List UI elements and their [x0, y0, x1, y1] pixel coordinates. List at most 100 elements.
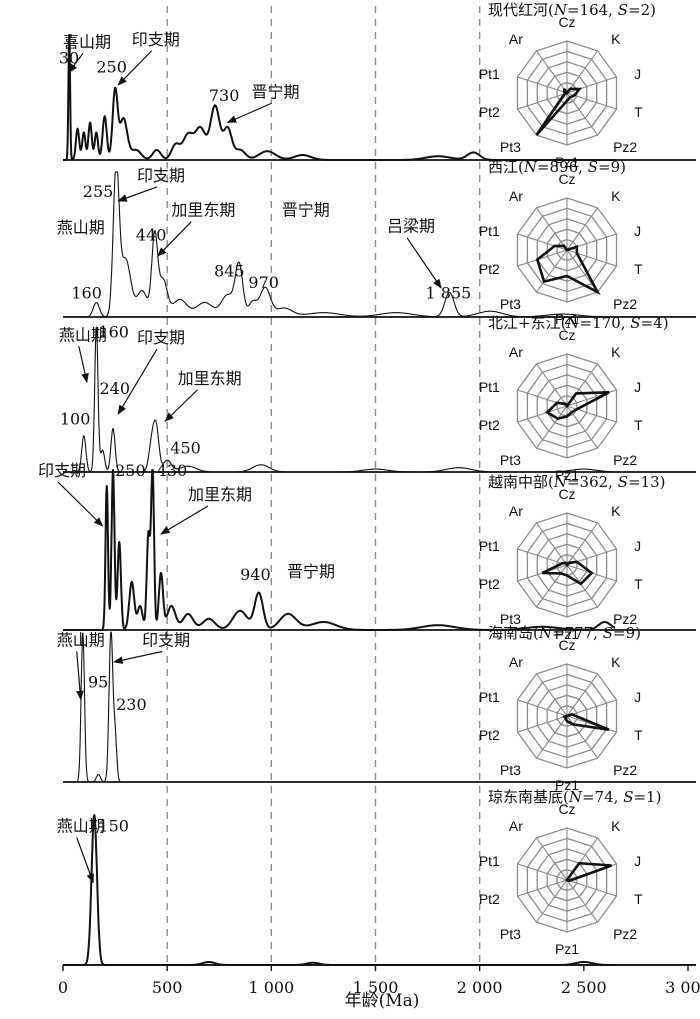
radar-axis-label: Cz	[558, 171, 575, 187]
annotation-arrow	[164, 389, 199, 422]
annotation-label: 加里东期	[178, 369, 242, 388]
title-part: N	[523, 158, 538, 176]
title-part: 北江+东江(	[488, 314, 566, 332]
radar-charts: 现代红河(N=164, S=2)CzKJTPz2Pz1Pt3Pt2Pt1Ar西江…	[479, 1, 669, 957]
annotation-label: 160	[71, 283, 102, 302]
radar-axis-label: J	[634, 223, 641, 239]
title-part: 西江(	[488, 158, 524, 176]
radar-axis-label: Ar	[509, 818, 523, 834]
boundary-dashed-lines	[166, 6, 481, 965]
radar-spoke	[517, 92, 568, 110]
x-tick-label: 500	[152, 978, 183, 997]
annotation-label: 晋宁期	[287, 562, 335, 581]
radar-axis-label: Pz1	[555, 777, 579, 793]
annotation-label: 100	[60, 409, 91, 428]
annotation-label: 燕山期	[57, 631, 105, 650]
radar-axis-label: J	[634, 538, 641, 554]
annotation-label: 燕山期	[59, 325, 107, 344]
radar-axis-label: Cz	[558, 801, 575, 817]
title-part: N	[553, 1, 568, 19]
radar-spoke	[566, 76, 617, 94]
annotation-label: 燕山期	[57, 218, 105, 237]
annotation-arrow	[113, 650, 163, 664]
radar-spoke	[566, 207, 599, 251]
radar-spoke	[517, 879, 568, 897]
radar-axis-label: T	[634, 417, 643, 433]
title-part: =74,	[582, 788, 623, 806]
title-part: =13)	[628, 473, 666, 491]
annotation-label: 加里东期	[188, 485, 252, 504]
title-part: S	[618, 1, 628, 19]
radar-spoke	[535, 405, 568, 449]
radar-axis-label: Ar	[509, 503, 523, 519]
radar-axis-label: Pt3	[500, 452, 521, 468]
radar-axis-label: J	[634, 689, 641, 705]
radar-axis-label: Pt2	[479, 261, 500, 277]
radar-axis-label: Cz	[558, 637, 575, 653]
radar-axis-label: J	[634, 379, 641, 395]
annotation-label: 印支期	[137, 166, 185, 185]
annotation-label: 印支期	[38, 461, 86, 480]
radar-axis-label: Cz	[558, 327, 575, 343]
annotation-label: 255	[83, 182, 114, 201]
annotation-label: 印支期	[132, 30, 180, 49]
annotation-arrow	[160, 505, 209, 535]
radar-spoke	[566, 405, 617, 423]
radar-axis-label: Pt1	[479, 66, 500, 82]
annotation-label: 440	[136, 225, 167, 244]
title-part: =362,	[567, 473, 618, 491]
radar-spoke	[517, 548, 568, 566]
annotation-label: 燕山期	[57, 817, 105, 836]
radar-axis-label: Pt1	[479, 853, 500, 869]
annotation-arrow	[78, 346, 89, 384]
title-part: S	[588, 158, 598, 176]
density-curve	[62, 469, 616, 631]
annotation-label: 230	[116, 695, 147, 714]
radar-axis-label: Pt1	[479, 379, 500, 395]
radar-spoke	[535, 50, 568, 94]
radar-data-polygon	[545, 391, 610, 420]
radar-axis-label: Ar	[509, 654, 523, 670]
title-part: =896,	[537, 158, 588, 176]
title-part: S	[623, 788, 633, 806]
annotation-label: 30	[59, 49, 79, 68]
annotation-label: 450	[170, 438, 201, 457]
radar-axis-label: Pt2	[479, 576, 500, 592]
radar-axis-label: Pt3	[500, 762, 521, 778]
radar-spoke	[566, 50, 599, 94]
radar-spoke	[535, 522, 568, 566]
radar-axis-label: J	[634, 853, 641, 869]
title-part: S	[630, 314, 640, 332]
annotation-label: 970	[248, 273, 279, 292]
title-part: S	[603, 624, 613, 642]
annotation-label: 印支期	[137, 328, 185, 347]
radar-spoke	[535, 564, 568, 608]
annotation-label: 250	[115, 461, 146, 480]
annotation-label: 晋宁期	[282, 201, 330, 220]
title-part: N	[568, 788, 583, 806]
radar-axis-label: Pt2	[479, 104, 500, 120]
annotation-arrow	[76, 837, 94, 884]
radar-axis-label: Pz2	[613, 611, 637, 627]
radar-axis-label: Ar	[509, 31, 523, 47]
annotation-label: 95	[88, 673, 108, 692]
radar-axis-label: K	[611, 818, 621, 834]
title-part: =777,	[552, 624, 603, 642]
radar-axis-label: Pt3	[500, 926, 521, 942]
radar-spoke	[566, 879, 617, 897]
radar-spoke	[535, 207, 568, 251]
annotation-label: 430	[157, 461, 188, 480]
radar-spoke	[566, 673, 599, 717]
annotation-arrow	[117, 348, 158, 415]
x-tick-label: 0	[58, 978, 68, 997]
title-part: N	[553, 473, 568, 491]
panel-title: 现代红河(N=164, S=2)	[488, 1, 656, 19]
radar-spoke	[535, 249, 568, 293]
panel-title: 北江+东江(N=170, S=4)	[488, 314, 669, 332]
radar-spoke	[517, 405, 568, 423]
